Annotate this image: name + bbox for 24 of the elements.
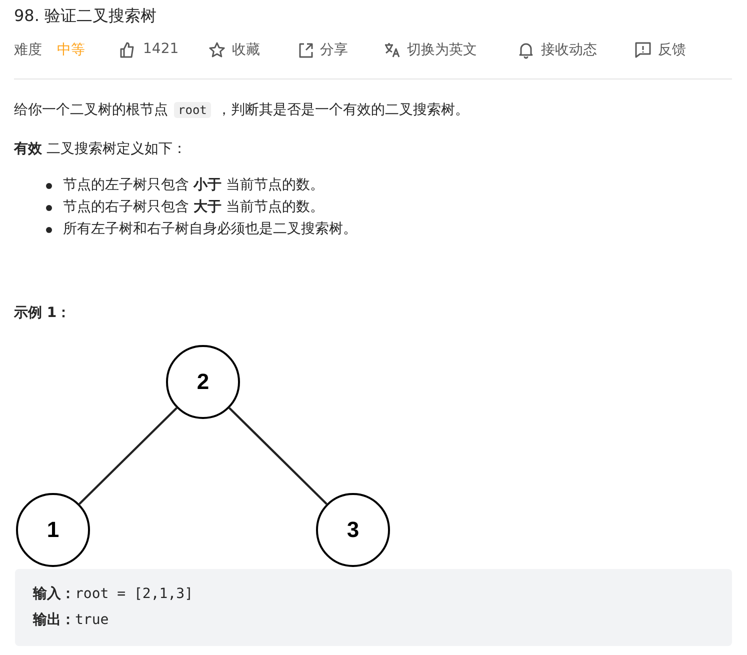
code-line: 输出：true	[33, 611, 109, 629]
tree-node-circle: 2	[166, 345, 240, 419]
difficulty-value: 中等	[57, 41, 85, 59]
favorite-link: 收藏	[232, 41, 260, 59]
subscribe-link: 接收动态	[541, 41, 597, 59]
tree-node-circle: 1	[16, 493, 90, 567]
bullet-text: 节点的右子树只包含 大于 当前节点的数。	[63, 198, 324, 216]
page-title: 98. 验证二叉搜索树	[14, 6, 157, 27]
bullet-text: 所有左子树和右子树自身必须也是二叉搜索树。	[63, 220, 357, 238]
tree-edge	[228, 407, 328, 505]
intro-text: 给你一个二叉树的根节点	[14, 102, 168, 118]
feedback-link: 反馈	[658, 41, 686, 59]
bullet-text: 节点的左子树只包含 小于 当前节点的数。	[63, 176, 324, 194]
intro-text: ，判断其是否是一个有效的二叉搜索树。	[216, 102, 469, 118]
language-switch-link: 切换为英文	[407, 41, 477, 59]
share-link: 分享	[320, 41, 348, 59]
code-line: 输入：root = [2,1,3]	[33, 585, 194, 603]
tree-edge	[78, 407, 178, 505]
tree-node-circle: 3	[316, 493, 390, 567]
definition-text: 有效 二叉搜索树定义如下：	[14, 140, 186, 158]
inline-code: root	[174, 102, 211, 118]
example-heading: 示例 1：	[14, 304, 71, 322]
difficulty-label: 难度	[14, 41, 42, 59]
like-count: 1421	[143, 41, 179, 57]
